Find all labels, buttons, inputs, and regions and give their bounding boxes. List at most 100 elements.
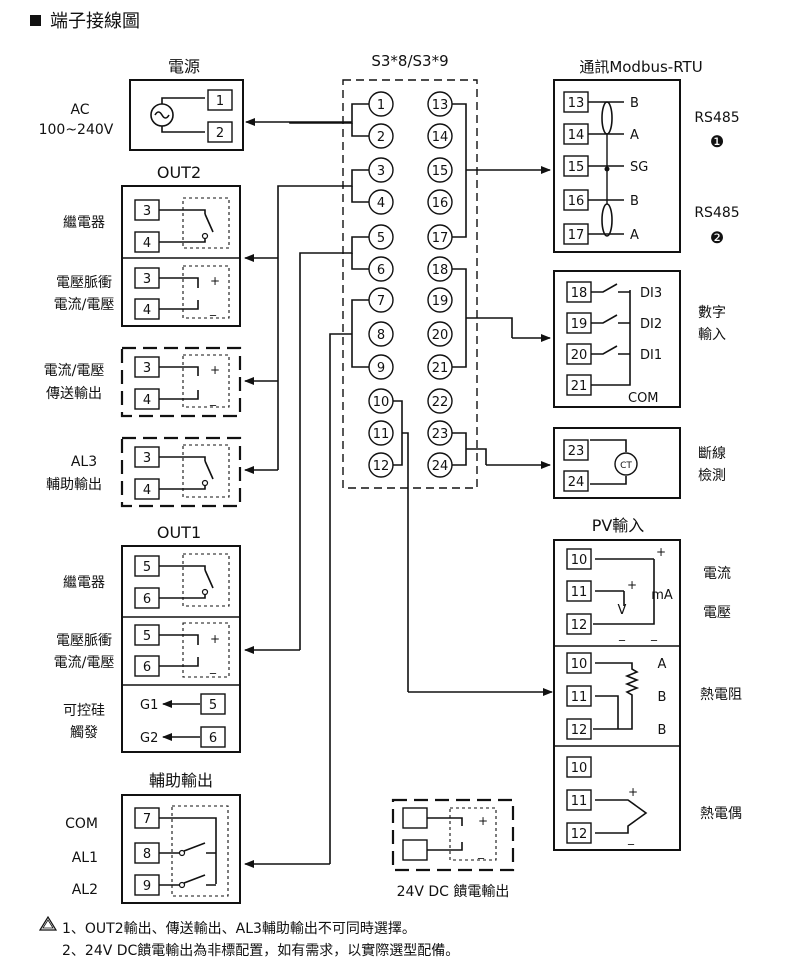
terminal-label-12: 12 xyxy=(373,459,390,474)
pv-current-label: 電流 xyxy=(703,566,731,582)
terminal-15 xyxy=(427,157,453,183)
terminal-label-22: 22 xyxy=(432,395,449,410)
comm-rs485-2: RS485 xyxy=(694,205,739,221)
terminal-label-8: 8 xyxy=(377,328,385,343)
break-terminal-24: 24 xyxy=(568,475,585,490)
aux-terminal-7: 7 xyxy=(143,812,151,827)
out1-scr-g2: G2 xyxy=(140,731,158,746)
warning-icon xyxy=(38,915,58,931)
al3-label-1: AL3 xyxy=(71,454,97,470)
break-ct-label: CT xyxy=(620,461,632,471)
comm-mark-2: ❷ xyxy=(710,228,724,247)
terminal-label-21: 21 xyxy=(432,361,449,376)
pv-tc-terminal-12: 12 xyxy=(571,827,588,842)
transmit-label-1: 電流/電壓 xyxy=(44,363,105,379)
out2-relay-terminal-3: 3 xyxy=(143,204,151,219)
svg-text:_: _ xyxy=(627,831,635,845)
out1-pulse-label-2: 電流/電壓 xyxy=(54,655,115,671)
svg-text:+: + xyxy=(628,785,638,799)
power-terminal-1: 1 xyxy=(216,94,224,109)
out2-relay-terminal-4: 4 xyxy=(143,236,151,251)
relay-contact-icon xyxy=(204,569,214,589)
terminal-20 xyxy=(427,321,453,347)
al3-terminal-3: 3 xyxy=(143,451,151,466)
svg-text:_: _ xyxy=(209,660,217,674)
feed-box xyxy=(391,798,515,872)
page-title: 端子接線圖 xyxy=(50,11,140,32)
comm-mark-1: ❶ xyxy=(710,132,724,151)
svg-text:+: + xyxy=(478,814,488,828)
pv-voltage-label: 電壓 xyxy=(703,605,731,621)
svg-text:_: _ xyxy=(209,302,217,316)
comm-terminal-14: 14 xyxy=(568,128,585,143)
al3-terminal-4: 4 xyxy=(143,483,151,498)
terminal-label-14: 14 xyxy=(432,130,449,145)
comm-rs485-1: RS485 xyxy=(694,110,739,126)
out1-scr-label-2: 觸發 xyxy=(70,725,98,741)
terminal-label-4: 4 xyxy=(377,196,385,211)
terminal-label-24: 24 xyxy=(432,459,449,474)
terminal-label-2: 2 xyxy=(377,130,385,145)
al3-label-2: 輔助輸出 xyxy=(46,477,102,493)
break-label-1: 斷線 xyxy=(698,446,726,462)
comm-terminal-16: 16 xyxy=(568,194,585,209)
pv-tc-label: 熱電偶 xyxy=(700,806,742,822)
pv-tc-terminal-11: 11 xyxy=(571,794,588,809)
di-terminal-18: 18 xyxy=(571,286,588,301)
power-voltage-range: 100~240V xyxy=(39,122,114,138)
comm-terminal-13: 13 xyxy=(568,96,585,111)
di-signal-1: DI2 xyxy=(640,317,662,332)
comm-signal-0: B xyxy=(630,96,639,111)
terminal-label-16: 16 xyxy=(432,196,449,211)
svg-text:+: + xyxy=(656,545,666,559)
out1-scr-g1: G1 xyxy=(140,698,158,713)
pv-v-label: V xyxy=(618,603,627,618)
pv-title: PV輸入 xyxy=(592,516,645,535)
terminal-11 xyxy=(368,420,394,446)
out2-pulse-label-2: 電流/電壓 xyxy=(54,297,115,313)
svg-text:+: + xyxy=(627,578,637,592)
switch-icon xyxy=(591,314,630,324)
relay-contact-icon xyxy=(204,460,214,480)
out2-pulse-terminal-4: 4 xyxy=(143,303,151,318)
comm-signal-3: B xyxy=(630,194,639,209)
di-terminal-21: 21 xyxy=(571,379,588,394)
terminal-label-3: 3 xyxy=(377,164,385,179)
relay-contact-icon xyxy=(204,213,214,233)
di-signal-2: DI1 xyxy=(640,348,662,363)
power-terminal-2: 2 xyxy=(216,126,224,141)
aux-com-label: COM xyxy=(65,816,98,832)
break-label-2: 檢測 xyxy=(698,467,726,484)
relay-contact-icon xyxy=(183,874,206,884)
resistor-icon xyxy=(593,662,640,730)
aux-terminal-8: 8 xyxy=(143,847,151,862)
terminal-label-19: 19 xyxy=(432,294,449,309)
terminal-label-18: 18 xyxy=(432,263,449,278)
out1-relay-label: 繼電器 xyxy=(63,575,105,591)
terminal-label-5: 5 xyxy=(377,231,385,246)
out1-relay-terminal-6: 6 xyxy=(143,592,151,607)
model-label: S3*8/S3*9 xyxy=(371,52,448,70)
di-terminal-19: 19 xyxy=(571,317,588,332)
out2-pulse-terminal-3: 3 xyxy=(143,272,151,287)
pv-cv-terminal-11: 11 xyxy=(571,585,588,600)
comm-terminal-17: 17 xyxy=(568,228,585,243)
relay-contact-icon xyxy=(183,842,206,852)
aux-al1-label: AL1 xyxy=(72,850,98,866)
out1-box xyxy=(121,545,241,753)
note-1: 1、OUT2輸出、傳送輸出、AL3輔助輸出不可同時選擇。 xyxy=(62,921,416,937)
di-terminal-20: 20 xyxy=(571,348,588,363)
break-terminal-23: 23 xyxy=(568,444,585,459)
terminal-8 xyxy=(368,321,394,347)
switch-icon xyxy=(591,345,630,355)
feed-label: 24V DC 饋電輸出 xyxy=(397,883,510,900)
out1-relay-terminal-5: 5 xyxy=(143,560,151,575)
pv-cv-terminal-10: 10 xyxy=(571,553,588,568)
terminal-label-13: 13 xyxy=(432,98,449,113)
comm-signal-1: A xyxy=(630,128,639,143)
comm-terminal-15: 15 xyxy=(568,160,585,175)
pv-rtd-terminal-11: 11 xyxy=(571,690,588,705)
terminal-label-6: 6 xyxy=(377,263,385,278)
